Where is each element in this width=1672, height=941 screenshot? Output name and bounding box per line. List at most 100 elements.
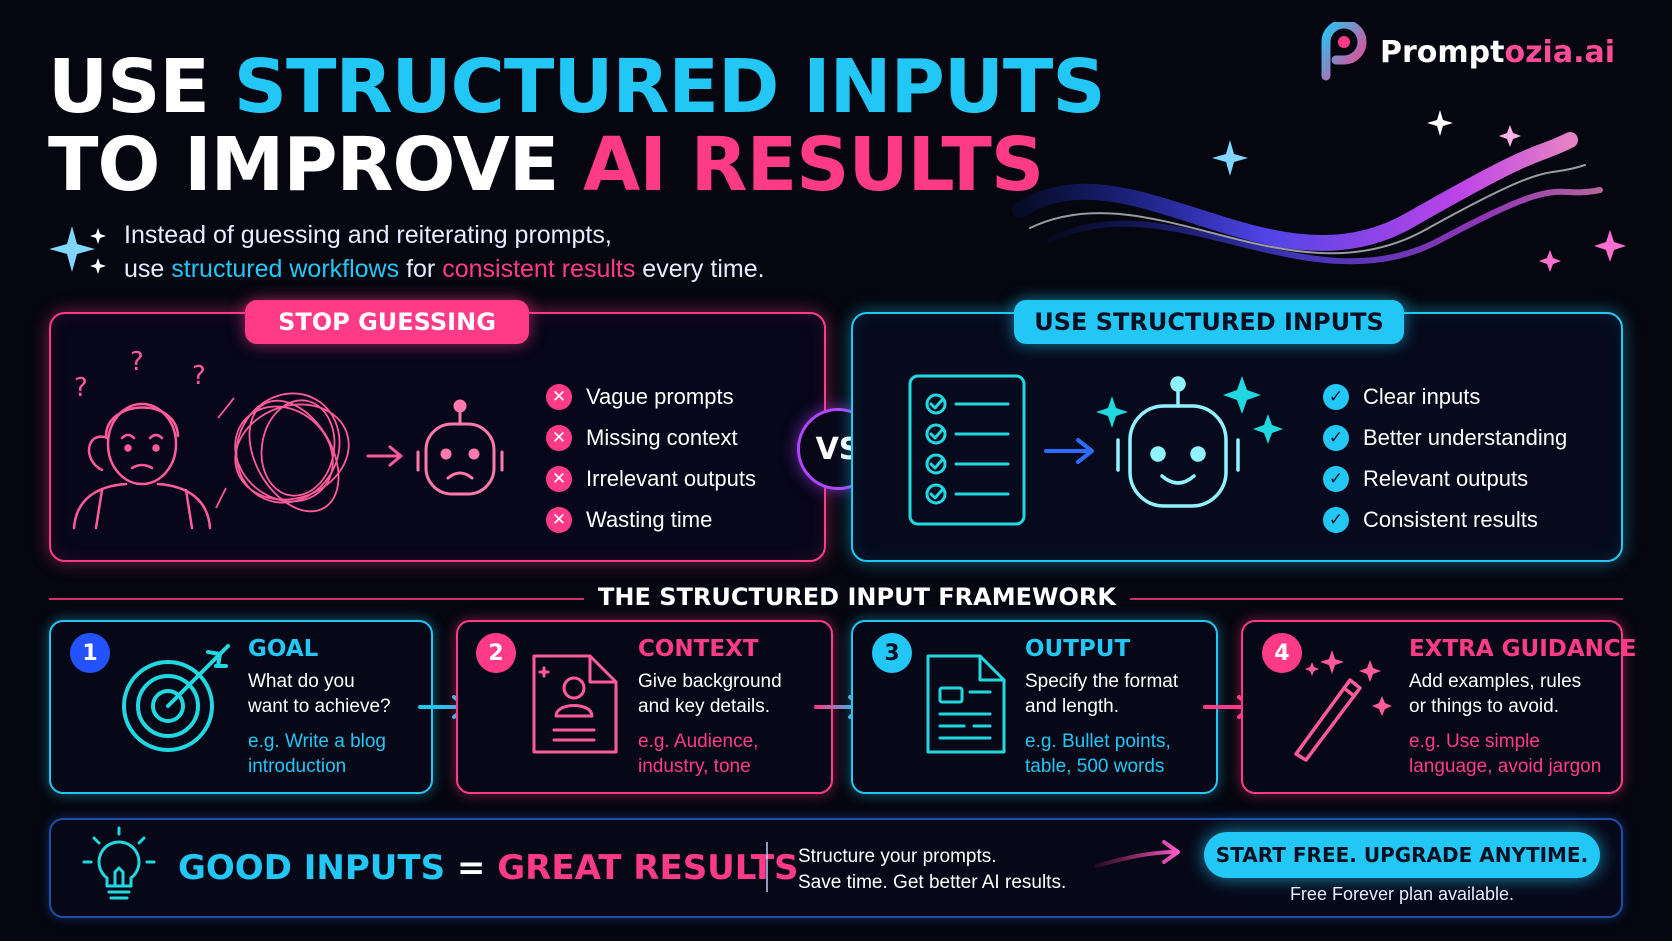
subtitle-text: use [124, 255, 172, 283]
step-description: Specify the format and length. [1025, 669, 1178, 719]
step-example-line: e.g. Write a blog [248, 731, 387, 752]
title-line1-b: STRUCTURED INPUTS [233, 44, 1106, 130]
step-example-line: e.g. Audience, [638, 731, 759, 752]
subtitle-text: for [399, 255, 443, 283]
list-item: ✓Better understanding [1323, 425, 1567, 451]
step-title: GOAL [248, 636, 319, 662]
list-item-label: Relevant outputs [1363, 466, 1529, 491]
magic-wand-icon [1294, 650, 1392, 762]
list-item-label: Irrelevant outputs [586, 466, 756, 491]
step-number: 4 [1262, 633, 1302, 673]
step-description-line: Add examples, rules [1409, 671, 1582, 692]
x-icon: ✕ [546, 507, 572, 533]
step-title: CONTEXT [638, 636, 759, 662]
step-card-extra-guidance [1241, 620, 1623, 794]
step-example: e.g. Write a blog introduction [248, 729, 386, 779]
use-structured-inputs-list: ✓ Clear inputs ✓Better understanding ✓ Rel… [1323, 384, 1567, 533]
arrow-icon [366, 445, 403, 467]
step-description-line: and length. [1025, 696, 1120, 717]
list-item: ✓Consistent results [1323, 507, 1567, 533]
scribble-icon [215, 392, 350, 513]
check-icon: ✓ [1323, 507, 1349, 533]
step-number: 3 [872, 633, 912, 673]
start-free-button[interactable]: START FREE. UPGRADE ANYTIME. [1204, 832, 1600, 878]
step-card-goal [49, 620, 433, 794]
x-icon: ✕ [546, 425, 572, 451]
step-title: EXTRA GUIDANCE [1409, 636, 1637, 662]
check-icon: ✓ [1323, 384, 1349, 410]
list-item-label: Wasting time [586, 507, 713, 532]
list-item-label: Missing context [586, 425, 738, 450]
step-number: 1 [70, 633, 110, 673]
step-description-line: and key details. [638, 696, 771, 717]
svg-text:?: ? [74, 373, 88, 403]
subtitle: Instead of guessing and reiterating prom… [124, 218, 765, 286]
slogan-equals: = [445, 848, 498, 888]
list-item: ✕ Missing context [546, 425, 756, 451]
step-card-context [456, 620, 833, 794]
check-icon: ✓ [1323, 425, 1349, 451]
subtitle-text: every time. [635, 255, 765, 283]
x-icon: ✕ [546, 466, 572, 492]
step-description: Add examples, rules or things to avoid. [1409, 669, 1581, 719]
checklist-icon [908, 374, 1026, 526]
slogan-part-a: GOOD INPUTS [178, 848, 446, 888]
confused-person-icon: ? ? ? [72, 347, 212, 530]
step-description: Give background and key details. [638, 669, 782, 719]
brand-logo[interactable]: Promptozia.ai [1316, 22, 1615, 82]
check-icon: ✓ [1323, 466, 1349, 492]
subtitle-highlight-structured: structured workflows [171, 255, 400, 283]
vertical-separator [766, 842, 768, 892]
tagline-line: Save time. Get better AI results. [798, 872, 1067, 893]
sad-robot-icon [416, 399, 504, 496]
step-example-line: industry, tone [638, 756, 751, 777]
list-item-label: Clear inputs [1363, 384, 1481, 409]
subtitle-highlight-consistent: consistent results [442, 255, 636, 283]
lightbulb-icon [82, 826, 156, 900]
brand-name-prefix: Prompt [1380, 34, 1505, 70]
sparkle-icon [50, 226, 106, 274]
svg-text:?: ? [192, 361, 206, 391]
brand-name-suffix: ozia.ai [1504, 34, 1615, 70]
arrow-icon [1044, 438, 1094, 464]
step-description-line: What do you [248, 671, 355, 692]
step-description-line: Specify the format [1025, 671, 1179, 692]
svg-text:?: ? [130, 347, 144, 377]
title-line2-a: TO IMPROVE [48, 122, 584, 208]
step-example: e.g. Bullet points, table, 500 words [1025, 729, 1171, 779]
profile-document-icon [532, 654, 618, 754]
step-card-output [851, 620, 1218, 794]
title-line1-a: USE [48, 44, 234, 130]
step-example-line: table, 500 words [1025, 756, 1165, 777]
list-item: ✕ Wasting time [546, 507, 756, 533]
step-title: OUTPUT [1025, 636, 1131, 662]
stop-guessing-list: ✕ Vague prompts ✕ Missing context ✕ Irrelev… [546, 384, 756, 533]
tagline-line: Structure your prompts. [798, 846, 997, 867]
step-example: e.g. Audience, industry, tone [638, 729, 758, 779]
page-title: USE STRUCTURED INPUTS TO IMPROVE AI RESU… [48, 48, 1106, 204]
slogan: GOOD INPUTS = GREAT RESULTS [178, 848, 799, 888]
list-item: ✕ Vague prompts [546, 384, 756, 410]
subtitle-line1: Instead of guessing and reiterating prom… [124, 221, 612, 249]
step-example-line: introduction [248, 756, 347, 777]
title-line2-b: AI RESULTS [583, 122, 1044, 208]
list-item-label: Vague prompts [586, 384, 734, 409]
step-example-line: e.g. Bullet points, [1025, 731, 1171, 752]
step-description-line: or things to avoid. [1409, 696, 1559, 717]
format-document-icon [926, 654, 1006, 754]
step-number: 2 [476, 633, 516, 673]
list-item: ✓ Relevant outputs [1323, 466, 1567, 492]
target-icon [122, 644, 230, 752]
logo-mark-icon [1321, 22, 1367, 81]
slogan-part-b: GREAT RESULTS [497, 848, 799, 888]
step-example-line: language, avoid jargon [1409, 756, 1602, 777]
use-structured-inputs-panel [851, 312, 1623, 562]
arrow-icon [1094, 840, 1180, 868]
happy-robot-icon [1096, 376, 1283, 508]
framework-title: THE STRUCTURED INPUT FRAMEWORK [584, 583, 1130, 611]
step-example-line: e.g. Use simple [1409, 731, 1540, 752]
brand-name: Promptozia.ai [1380, 35, 1615, 70]
step-description-line: Give background [638, 671, 782, 692]
x-icon: ✕ [546, 384, 572, 410]
